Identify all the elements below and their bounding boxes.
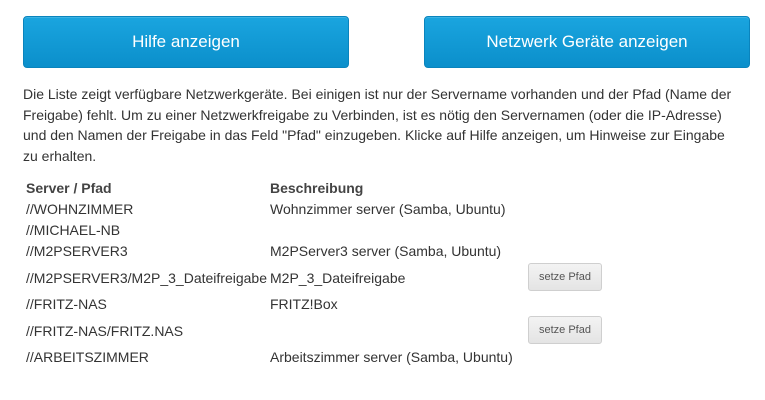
- column-header-server: Server / Pfad: [26, 180, 112, 196]
- server-path: //WOHNZIMMER: [26, 201, 134, 217]
- server-description: M2P_3_Dateifreigabe: [270, 270, 406, 286]
- server-description: FRITZ!Box: [270, 296, 338, 312]
- show-network-devices-button[interactable]: Netzwerk Geräte anzeigen: [424, 16, 750, 68]
- server-description: Wohnzimmer server (Samba, Ubuntu): [270, 201, 506, 217]
- description-text: Die Liste zeigt verfügbare Netzwerkgerät…: [23, 86, 732, 164]
- column-header-description: Beschreibung: [270, 180, 364, 196]
- server-path: //MICHAEL-NB: [26, 222, 121, 238]
- server-path: //ARBEITSZIMMER: [26, 349, 149, 365]
- server-description: Arbeitszimmer server (Samba, Ubuntu): [270, 349, 513, 365]
- server-path: //FRITZ-NAS: [26, 296, 107, 312]
- show-help-button[interactable]: Hilfe anzeigen: [23, 16, 349, 68]
- server-path: //M2PSERVER3: [26, 243, 128, 259]
- server-path: //M2PSERVER3/M2P_3_Dateifreigabe: [26, 270, 267, 286]
- set-path-button[interactable]: setze Pfad: [528, 316, 602, 344]
- server-description: M2PServer3 server (Samba, Ubuntu): [270, 243, 502, 259]
- server-path: //FRITZ-NAS/FRITZ.NAS: [26, 323, 184, 339]
- set-path-button[interactable]: setze Pfad: [528, 263, 602, 291]
